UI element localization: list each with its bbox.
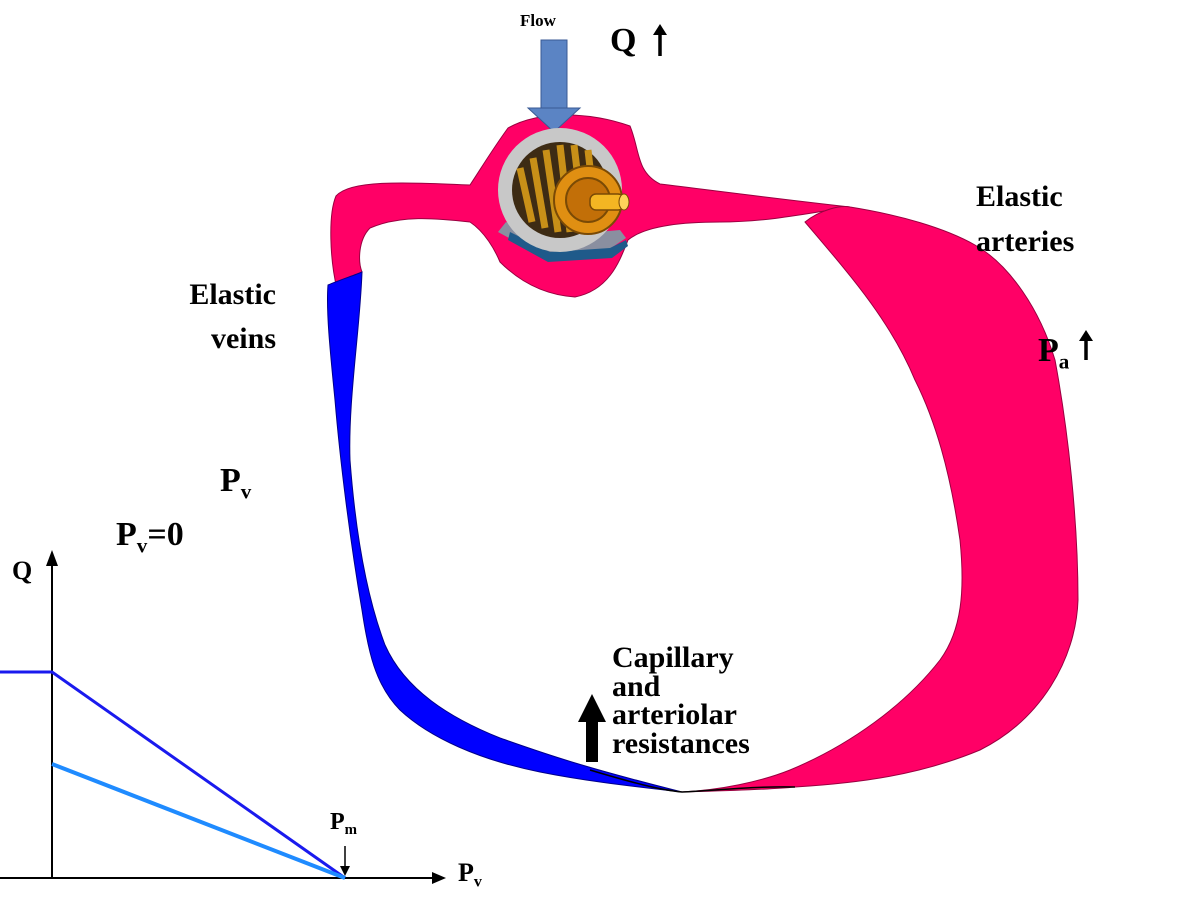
pv-label: Pv bbox=[220, 462, 252, 504]
elastic-veins-label: Elastic veins bbox=[189, 278, 276, 355]
resistance-up-arrow-icon bbox=[578, 694, 606, 762]
graph-axes bbox=[0, 550, 446, 884]
pv-zero-label: Pv=0 bbox=[116, 516, 184, 558]
artery-wall bbox=[681, 206, 1079, 793]
pm-marker-icon bbox=[340, 846, 350, 876]
pa-up-arrow-icon bbox=[1079, 330, 1093, 360]
flow-arrow bbox=[526, 39, 582, 133]
q-top-label: Q bbox=[610, 22, 637, 59]
q-up-arrow-icon bbox=[653, 24, 667, 56]
flow-label: Flow bbox=[520, 11, 556, 30]
graph-q-axis-label: Q bbox=[12, 556, 33, 585]
venous-return-line-dark bbox=[0, 670, 346, 880]
capillary-line bbox=[589, 769, 796, 793]
pa-label: Pa bbox=[1038, 332, 1070, 374]
graph-pm-label: Pm bbox=[330, 809, 358, 839]
venous-return-line-light bbox=[51, 762, 346, 880]
graph-pv-axis-label: Pv bbox=[458, 858, 482, 891]
motor-pump-icon bbox=[498, 128, 630, 262]
capillary-label: Capillary and arteriolar resistances bbox=[612, 641, 750, 760]
elastic-arteries-label: Elastic arteries bbox=[976, 180, 1075, 258]
